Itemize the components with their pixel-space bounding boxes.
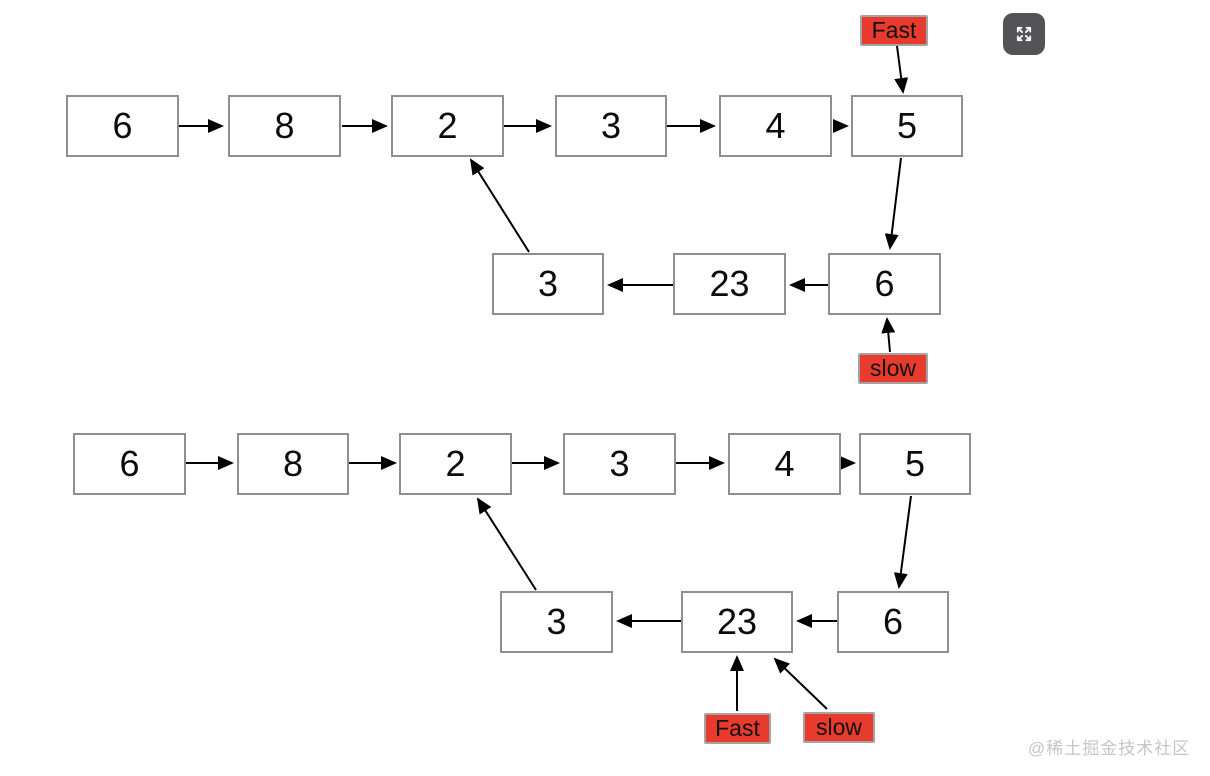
d2-arrow-3-to-2-cycle xyxy=(476,497,537,591)
d2-r1-node-5: 5 xyxy=(859,433,971,495)
d2-fast-pointer-label: Fast xyxy=(704,713,771,744)
d1-r1-node-6: 6 xyxy=(66,95,179,157)
d2-r1-node-3: 3 xyxy=(563,433,676,495)
d2-r1-node-8: 8 xyxy=(237,433,349,495)
d1-r2-node-3: 3 xyxy=(492,253,604,315)
d1-arrow-slow-to-6 xyxy=(881,317,896,353)
d1-r1-node-4: 4 xyxy=(719,95,832,157)
expand-fullscreen-button[interactable] xyxy=(1003,13,1045,55)
d1-arrow-fast-to-5 xyxy=(894,45,909,94)
d2-slow-pointer-label: slow xyxy=(803,712,875,743)
d1-r1-node-5: 5 xyxy=(851,95,963,157)
d2-r2-node-3: 3 xyxy=(500,591,613,653)
d1-r2-node-23: 23 xyxy=(673,253,786,315)
d1-r1-node-2: 2 xyxy=(391,95,504,157)
d1-r1-node-3: 3 xyxy=(555,95,667,157)
d2-r1-node-4: 4 xyxy=(728,433,841,495)
d2-r1-node-6: 6 xyxy=(73,433,186,495)
d2-r2-node-23: 23 xyxy=(681,591,793,653)
d1-r2-node-6: 6 xyxy=(828,253,941,315)
d1-fast-pointer-label: Fast xyxy=(860,15,928,46)
d2-arrow-5-to-6 xyxy=(893,495,912,589)
d2-r2-node-6: 6 xyxy=(837,591,949,653)
d1-slow-pointer-label: slow xyxy=(858,353,928,384)
d1-arrow-5-to-6 xyxy=(884,157,902,250)
watermark-text: @稀土掘金技术社区 xyxy=(1028,739,1191,758)
d2-r1-node-2: 2 xyxy=(399,433,512,495)
d1-r1-node-8: 8 xyxy=(228,95,341,157)
d2-arrow-slow-to-23 xyxy=(773,657,828,710)
expand-icon xyxy=(1011,21,1037,47)
d1-arrow-3-to-2-cycle xyxy=(469,158,530,253)
